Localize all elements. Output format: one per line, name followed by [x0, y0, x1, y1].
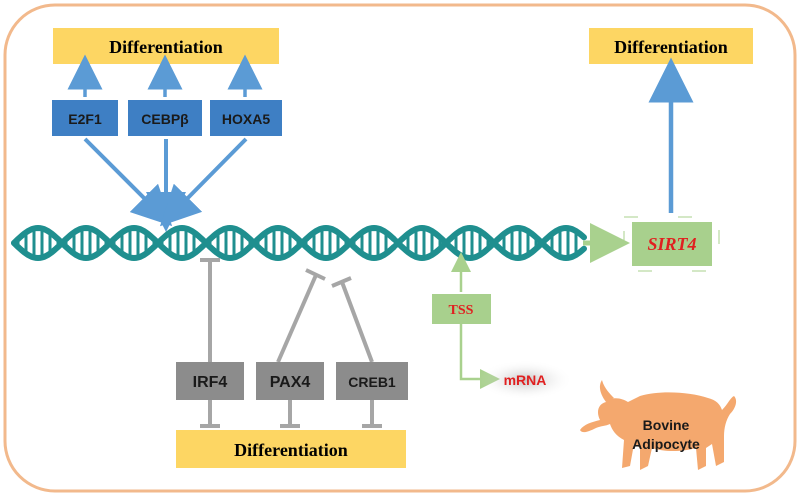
creb1-inhibition-bar — [331, 276, 352, 288]
dna-strand — [11, 224, 207, 262]
hoxa5-binding-arrow — [159, 137, 248, 227]
creb1-inhibition-line — [340, 281, 374, 363]
hoxa5-label: HOXA5 — [222, 111, 270, 127]
pax4-inhibition-line — [276, 274, 318, 363]
e2f1-label: E2F1 — [68, 111, 102, 127]
differentiation-label-top-right: Differentiation — [614, 37, 728, 57]
mrna-label: mRNA — [504, 372, 547, 388]
irf4-box — [176, 362, 244, 400]
pax4-inhibition-bar — [305, 268, 326, 281]
tss-box — [432, 294, 491, 324]
differentiation-box-bottom — [176, 430, 406, 468]
differentiation-label-bottom: Differentiation — [234, 440, 348, 460]
bull-icon — [580, 380, 737, 470]
e2f1-binding-arrow — [83, 137, 173, 227]
bovine-label: Bovine — [643, 417, 690, 433]
irf4-label: IRF4 — [193, 374, 228, 391]
creb1-label: CREB1 — [348, 374, 396, 390]
dna-helix-icon — [11, 224, 587, 262]
mrna-shadow — [477, 360, 573, 400]
sirt4-label: SIRT4 — [647, 234, 696, 254]
dna-strand — [393, 224, 587, 262]
cebpb-label: CEBPβ — [141, 111, 189, 127]
adipocyte-label: Adipocyte — [632, 436, 700, 452]
e2f1-box — [52, 100, 118, 136]
hoxa5-box — [210, 100, 282, 136]
differentiation-label-top-left: Differentiation — [109, 37, 223, 57]
sirt4-box — [632, 222, 712, 266]
cell-frame — [3, 3, 797, 493]
dna-strand — [203, 224, 397, 262]
dna-strand — [393, 224, 587, 262]
cebpb-box — [128, 100, 202, 136]
tss-label: TSS — [449, 303, 474, 318]
pax4-label: PAX4 — [270, 374, 311, 391]
pax4-box — [256, 362, 324, 400]
sirt4-box-outline — [623, 216, 720, 272]
creb1-box — [336, 362, 408, 400]
